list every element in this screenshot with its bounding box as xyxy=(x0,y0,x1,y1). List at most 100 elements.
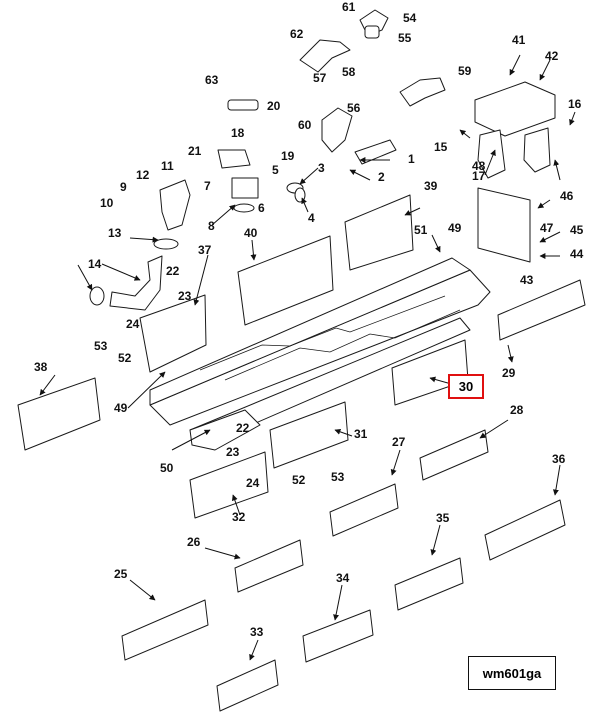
callout-35: 35 xyxy=(436,511,450,525)
callout-39: 39 xyxy=(424,179,438,193)
callout-37: 37 xyxy=(198,243,212,257)
pipe-62 xyxy=(299,39,351,73)
callout-2: 2 xyxy=(378,170,385,184)
callout-36: 36 xyxy=(552,452,566,466)
callout-26: 26 xyxy=(187,535,201,549)
panel-27 xyxy=(329,483,399,537)
drawing-code-label: wm601ga xyxy=(468,656,556,690)
callout-40: 40 xyxy=(244,226,258,240)
callout-53-b: 53 xyxy=(331,470,345,484)
callout-7: 7 xyxy=(204,179,211,193)
bracket-right xyxy=(523,127,551,173)
callout-1: 1 xyxy=(408,152,415,166)
callout-31: 31 xyxy=(354,427,368,441)
callout-9: 9 xyxy=(120,180,127,194)
callout-42: 42 xyxy=(545,49,559,63)
callout-47: 47 xyxy=(540,221,554,235)
callout-53-a: 53 xyxy=(94,339,108,353)
intake-pipe-14 xyxy=(109,255,163,311)
intake-elbow-11 xyxy=(159,179,191,231)
highlighted-callout-30: 30 xyxy=(448,374,484,399)
callout-17: 17 xyxy=(472,169,486,183)
muffler-plate-42 xyxy=(474,81,556,137)
shield-32 xyxy=(189,451,269,519)
frame-bracket-front xyxy=(189,409,261,451)
callout-24: 24 xyxy=(126,317,140,331)
callout-28: 28 xyxy=(510,403,524,417)
callout-3: 3 xyxy=(318,161,325,175)
panel-25 xyxy=(121,599,209,661)
leader-lines xyxy=(39,54,576,661)
panel-28 xyxy=(419,429,489,481)
callout-5: 5 xyxy=(272,163,279,177)
callout-6: 6 xyxy=(258,201,265,215)
callout-41: 41 xyxy=(512,33,526,47)
bracket-7 xyxy=(231,177,259,199)
callout-44: 44 xyxy=(570,247,584,261)
callout-48: 48 xyxy=(472,159,486,173)
callout-54: 54 xyxy=(403,11,417,25)
pipe-59 xyxy=(399,77,446,107)
shield-39 xyxy=(344,194,414,271)
callout-52-b: 52 xyxy=(292,473,306,487)
callout-13: 13 xyxy=(108,226,122,240)
callout-56: 56 xyxy=(347,101,361,115)
panel-26 xyxy=(234,539,304,593)
callout-32: 32 xyxy=(232,510,246,524)
callout-45: 45 xyxy=(570,223,584,237)
callout-11: 11 xyxy=(161,159,174,173)
gasket-13 xyxy=(153,238,179,250)
callout-46: 46 xyxy=(560,189,574,203)
callout-52-a: 52 xyxy=(118,351,132,365)
panel-34 xyxy=(302,609,374,663)
callout-14: 14 xyxy=(88,257,102,271)
callout-50: 50 xyxy=(160,461,174,475)
callout-15: 15 xyxy=(434,140,448,154)
callout-29: 29 xyxy=(502,366,516,380)
callout-61: 61 xyxy=(342,0,356,14)
callout-60: 60 xyxy=(298,118,312,132)
tee-fitting-63 xyxy=(227,99,259,111)
panel-33 xyxy=(216,659,279,712)
gasket-13b xyxy=(89,286,105,306)
callout-12: 12 xyxy=(136,168,150,182)
callout-22: 22 xyxy=(166,264,180,278)
shield-38 xyxy=(17,377,101,451)
elbow-pipe-60 xyxy=(321,107,353,153)
clamp-part xyxy=(364,25,380,39)
callout-27: 27 xyxy=(392,435,406,449)
callout-labels: 1 2 3 4 5 6 7 8 9 10 11 12 13 14 15 16 1… xyxy=(34,0,584,639)
parts-layer xyxy=(17,9,586,712)
callout-22-b: 22 xyxy=(236,421,250,435)
callout-57: 57 xyxy=(313,71,327,85)
frame-rail-top xyxy=(149,257,471,406)
callout-49-b: 49 xyxy=(114,401,128,415)
callout-23: 23 xyxy=(178,289,192,303)
coupling-4 xyxy=(294,187,306,203)
callout-16: 16 xyxy=(568,97,582,111)
callout-10: 10 xyxy=(100,196,114,210)
callout-43: 43 xyxy=(520,273,534,287)
callout-38: 38 xyxy=(34,360,48,374)
callout-49-a: 49 xyxy=(448,221,462,235)
callout-23-b: 23 xyxy=(226,445,240,459)
callout-62: 62 xyxy=(290,27,304,41)
callout-8: 8 xyxy=(208,219,215,233)
mount-plate-48 xyxy=(477,187,531,263)
callout-59: 59 xyxy=(458,64,472,78)
callout-21: 21 xyxy=(188,144,202,158)
callout-58: 58 xyxy=(342,65,356,79)
callout-63: 63 xyxy=(205,73,219,87)
callout-4: 4 xyxy=(308,211,315,225)
callout-55: 55 xyxy=(398,31,412,45)
shield-29 xyxy=(497,279,586,341)
shield-40 xyxy=(237,235,334,326)
callout-33: 33 xyxy=(250,625,264,639)
callout-25: 25 xyxy=(114,567,128,581)
callout-19: 19 xyxy=(281,149,295,163)
callout-18: 18 xyxy=(231,126,245,140)
manifold-21 xyxy=(217,149,251,169)
callout-24-b: 24 xyxy=(246,476,260,490)
shield-37 xyxy=(139,294,207,373)
